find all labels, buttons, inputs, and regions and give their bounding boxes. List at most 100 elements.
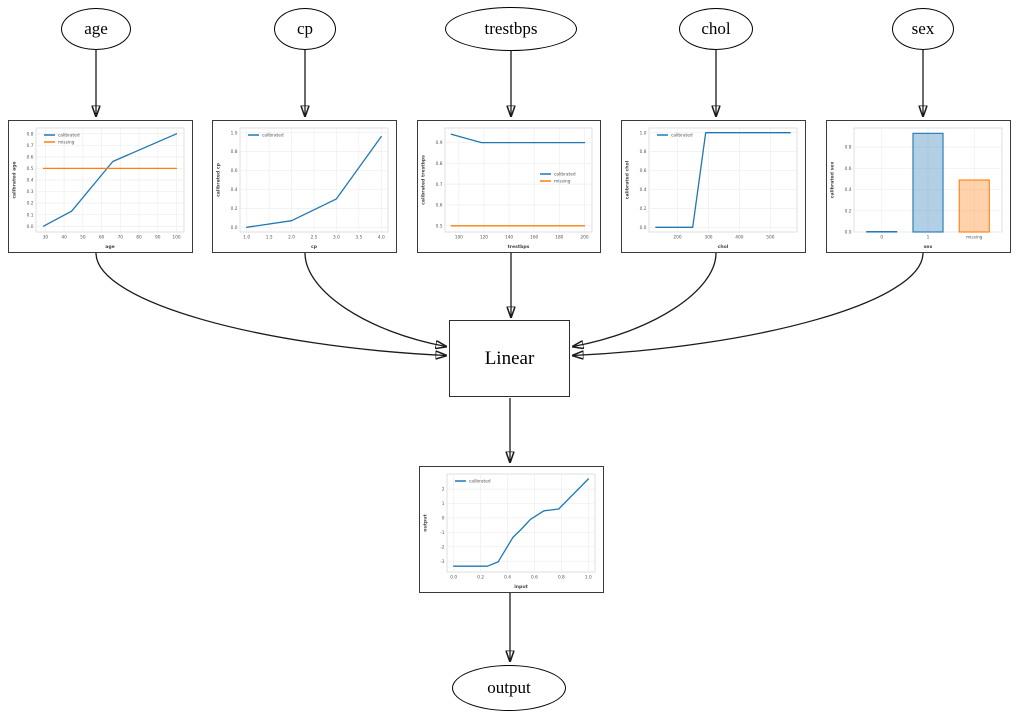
edge-sex-plot-to-linear [573, 252, 924, 356]
x-tick-label: 4.0 [378, 235, 385, 241]
y-tick-label: 0.7 [27, 143, 34, 149]
input-node-trestbps: trestbps [445, 7, 577, 51]
y-tick-label: 0.0 [27, 224, 34, 230]
y-tick-label: 0.6 [436, 203, 443, 209]
input-node-sex-label: sex [911, 19, 935, 38]
y-tick-label: 0.8 [640, 149, 647, 155]
edge-age-plot-to-linear [95, 252, 446, 356]
legend-label: calibrated [58, 133, 80, 139]
y-tick-label: 0.4 [27, 178, 34, 184]
legend-label: missing [58, 140, 75, 146]
output-node-label: output [487, 678, 531, 697]
y-tick-label: 0.6 [640, 168, 647, 174]
y-tick-label: 0.6 [27, 154, 34, 160]
calibrated-line [450, 133, 586, 144]
plot-area [648, 127, 798, 233]
x-tick-label: 0.8 [558, 575, 565, 581]
y-tick-label: 0.5 [27, 166, 34, 172]
x-tick-label: 0.0 [450, 575, 457, 581]
y-tick-label: 0.4 [845, 187, 852, 193]
y-tick-label: 0.3 [27, 189, 34, 195]
input-node-trestbps-label: trestbps [484, 19, 538, 38]
x-tick-label: 100 [172, 235, 180, 241]
x-axis-label: chol [718, 244, 729, 250]
input-node-cp-label: cp [296, 19, 314, 38]
y-axis-label: calibrated cp [216, 162, 222, 197]
y-tick-label: -3 [440, 559, 445, 565]
legend-label: missing [554, 179, 571, 185]
input-node-chol-label: chol [701, 19, 731, 38]
output-node: output [452, 665, 566, 711]
x-tick-label: 1 [927, 235, 930, 241]
y-tick-label: 0.5 [436, 223, 443, 229]
x-tick-label: 30 [43, 235, 49, 241]
x-tick-label: 160 [530, 235, 538, 241]
y-tick-label: 0.0 [231, 225, 238, 231]
x-axis-label: trestbps [508, 244, 530, 250]
bar-missing [958, 179, 990, 233]
x-tick-label: 120 [480, 235, 488, 241]
y-tick-label: 0.4 [640, 187, 647, 193]
plot-area [444, 127, 593, 233]
linear-node: Linear [449, 320, 570, 397]
y-tick-label: 0.1 [27, 212, 34, 218]
y-tick-label: -1 [440, 530, 445, 536]
y-axis-label: calibrated age [12, 161, 18, 198]
x-tick-label: 3.0 [333, 235, 340, 241]
legend-label: calibrated [671, 133, 693, 139]
x-tick-label: 180 [555, 235, 563, 241]
y-tick-label: 0.6 [845, 166, 852, 172]
y-tick-label: 0.0 [845, 230, 852, 236]
legend-label: calibrated [469, 479, 491, 485]
x-tick-label: 1.0 [243, 235, 250, 241]
x-tick-label: 1.0 [585, 575, 592, 581]
x-axis-label: cp [311, 245, 318, 250]
edge-chol-plot-to-linear [573, 252, 717, 347]
y-tick-label: 0.8 [27, 131, 34, 137]
y-tick-label: 1.0 [231, 130, 238, 136]
y-axis-label: calibrated chol [625, 160, 631, 199]
input-node-age-label: age [84, 19, 108, 38]
bar-1 [912, 132, 944, 233]
calibrated-line [453, 478, 589, 567]
y-tick-label: 0.6 [231, 168, 238, 174]
y-tick-label: 1 [442, 501, 445, 507]
y-tick-label: 0.8 [845, 145, 852, 151]
linear-node-label: Linear [484, 347, 535, 369]
y-tick-label: 0.8 [231, 149, 238, 155]
plot-area [446, 473, 596, 573]
edge-cp-plot-to-linear [304, 252, 446, 347]
y-tick-label: 0.8 [436, 161, 443, 167]
x-tick-label: 200 [580, 235, 588, 241]
legend-label: calibrated [554, 172, 576, 178]
x-tick-label: 140 [505, 235, 513, 241]
y-tick-label: 0.0 [640, 225, 647, 231]
y-axis-label: output [423, 514, 429, 532]
y-tick-label: 0.2 [27, 201, 34, 207]
x-tick-label: 60 [99, 235, 105, 241]
x-tick-label: 500 [766, 235, 774, 241]
x-tick-label: 40 [61, 235, 67, 241]
x-tick-label: 50 [80, 235, 86, 241]
y-tick-label: 1.0 [640, 130, 647, 136]
x-axis-label: sex [924, 245, 933, 250]
x-tick-label: 400 [735, 235, 743, 241]
legend-label: calibrated [262, 133, 284, 139]
y-tick-label: 0.9 [436, 140, 443, 146]
y-tick-label: 0.2 [640, 206, 647, 212]
input-node-chol: chol [679, 8, 753, 50]
x-tick-label: 80 [136, 235, 142, 241]
y-axis-label: calibrated trestbps [421, 155, 427, 205]
input-node-sex: sex [892, 8, 954, 50]
y-tick-label: 0.2 [231, 206, 238, 212]
x-tick-label: 2.0 [288, 235, 295, 241]
